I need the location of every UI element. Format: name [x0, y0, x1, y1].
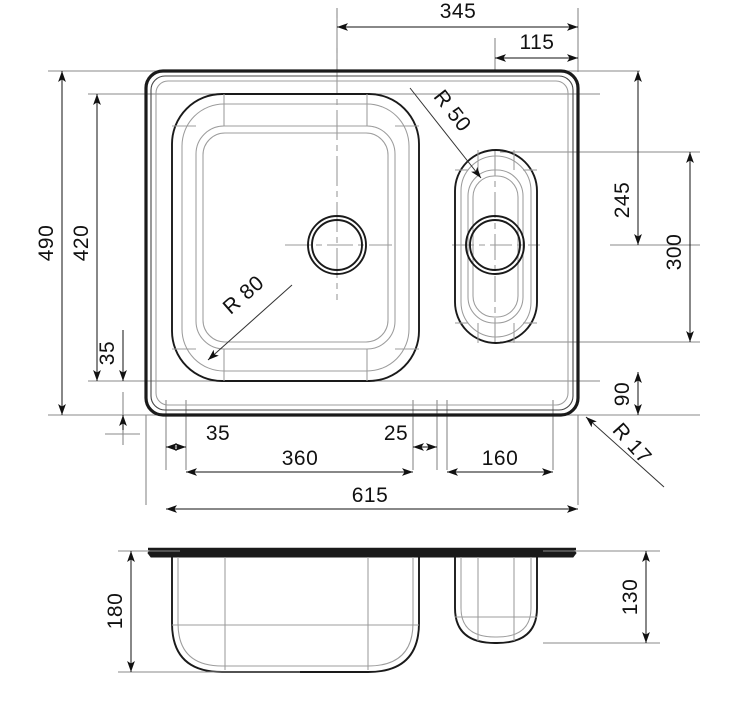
dimension-25-label: 25 [384, 422, 408, 445]
small-bowl [454, 149, 538, 344]
sink-outer-rim [144, 69, 580, 417]
dimension-130-label: 130 [619, 579, 642, 616]
main-bowl-drain [307, 215, 367, 275]
main-bowl-opening-offset [181, 103, 410, 372]
small-bowl-drain [465, 215, 525, 275]
small-bowl-opening-offset [460, 155, 532, 338]
dimension-130: 130 [619, 551, 650, 643]
dimension-615: 615 [166, 484, 578, 513]
small-bowl-opening [454, 149, 538, 344]
small-bowl-floor-offset [472, 175, 519, 318]
dimension-90-label: 90 [611, 382, 634, 406]
main-bowl-drain-inner [311, 219, 363, 271]
main-bowl [171, 93, 420, 382]
dimension-490-label: 490 [35, 225, 58, 262]
dimension-245: 245 [611, 71, 642, 245]
dimension-35-horizontal: 35 [166, 422, 230, 451]
dimension-25: 25 [384, 422, 437, 451]
dimension-360-label: 360 [282, 447, 319, 470]
dimension-160-label: 160 [482, 447, 519, 470]
plan-view [144, 69, 580, 417]
dimension-rim-gap-vertical [105, 415, 140, 435]
dimension-115: 115 [495, 31, 578, 62]
dimension-35-horizontal-label: 35 [206, 422, 230, 445]
dimension-35-vertical-label: 35 [96, 341, 119, 365]
front-elevation-view: 180 130 [104, 547, 660, 673]
dimension-300-label: 300 [663, 234, 686, 271]
dimension-115-label: 115 [520, 31, 555, 54]
dimension-300: 300 [663, 152, 694, 342]
dimension-180-label: 180 [104, 593, 127, 630]
dimension-420-label: 420 [70, 225, 93, 262]
main-bowl-floor-offset [202, 132, 389, 343]
dimension-420: 420 [70, 94, 101, 381]
elevation-small-bowl-inner [460, 557, 532, 638]
sink-rim-offset [155, 80, 569, 406]
dimension-490: 490 [35, 71, 66, 415]
dimension-245-label: 245 [611, 182, 634, 219]
sink-rim-inner-edge [150, 75, 574, 411]
main-bowl-floor [195, 125, 396, 350]
dimension-180: 180 [104, 551, 135, 672]
main-bowl-opening [171, 93, 420, 382]
dimension-90: 90 [611, 372, 642, 415]
elevation-main-bowl-inner [177, 557, 414, 667]
dimension-360: 360 [186, 447, 413, 476]
dimension-345: 345 [337, 0, 578, 31]
dimension-160: 160 [447, 447, 553, 476]
elevation-small-bowl [454, 557, 538, 644]
dimension-615-label: 615 [352, 484, 389, 507]
dimension-345-label: 345 [440, 0, 477, 23]
small-bowl-floor [467, 169, 524, 324]
dimension-35-vertical: 35 [96, 330, 127, 381]
small-bowl-drain-inner [469, 219, 521, 271]
